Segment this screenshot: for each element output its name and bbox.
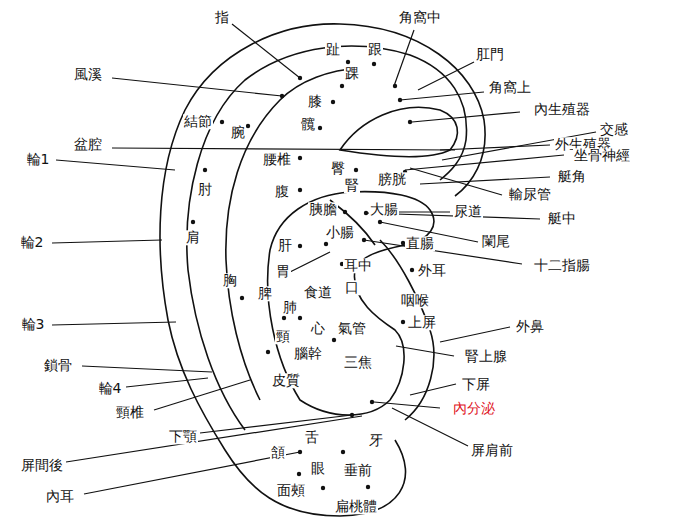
- acupoint-label: 坐骨神經: [573, 148, 631, 163]
- acupoint-label: 眼: [310, 461, 326, 476]
- acupoint-label: 輪2: [20, 235, 45, 250]
- acupoint-label: 肛門: [475, 47, 505, 62]
- acupoint-label: 舌: [304, 430, 320, 445]
- acupoint-label: 腎: [344, 178, 360, 193]
- acupoint-label: 大腸: [369, 202, 399, 217]
- acupoint-label: 指: [214, 10, 230, 25]
- acupoint-label: 外耳: [417, 263, 447, 278]
- acupoint-label: 髖: [300, 117, 316, 132]
- acupoint-label: 鎖骨: [43, 358, 73, 373]
- acupoint-label: 屏肩前: [470, 443, 514, 458]
- acupoint-label: 垂前: [343, 463, 373, 478]
- acupoint-label: 跟: [367, 42, 383, 57]
- acupoint-label: 直腸: [405, 236, 435, 251]
- acupoint-label: 肩: [185, 230, 201, 245]
- leader-lines: [52, 24, 596, 494]
- acupoint-label: 腹: [274, 184, 290, 199]
- concha: [268, 192, 434, 415]
- acupoint-label: 踝: [344, 66, 360, 81]
- acupoint-label: 腰椎: [262, 152, 292, 167]
- acupoint-label: 肝: [277, 238, 293, 253]
- acupoint-label: 艇角: [557, 169, 587, 184]
- acupoint-label: 趾: [325, 42, 341, 57]
- acupoint-label: 腦幹: [293, 346, 323, 361]
- acupoint-label: 食道: [303, 285, 333, 300]
- acupoint-label: 三焦: [343, 355, 373, 370]
- acupoint-label: 皮質: [271, 373, 301, 388]
- acupoint-label: 屏間後: [20, 458, 64, 473]
- acupoint-label: 腎上腺: [464, 349, 508, 364]
- acupoint-label: 肘: [197, 182, 213, 197]
- acupoint-label: 耳中: [343, 258, 373, 273]
- acupoint-label: 內生殖器: [533, 102, 591, 117]
- acupoint-label: 臀: [330, 161, 346, 176]
- acupoint-label: 上屏: [407, 315, 437, 330]
- acupoint-label: 下屏: [461, 377, 491, 392]
- acupoint-label: 肺: [282, 300, 298, 315]
- acupoint-label: 外鼻: [515, 319, 545, 334]
- acupoint-label: 內耳: [45, 489, 75, 504]
- acupoint-label: 心: [310, 321, 326, 336]
- acupoint-label: 風溪: [73, 67, 103, 82]
- acupoint-label: 頷: [270, 445, 286, 460]
- acupoint-label: 艇中: [547, 211, 577, 226]
- acupoint-label: 膝: [307, 94, 323, 109]
- acupoint-label: 胰膽: [308, 202, 338, 217]
- acupoint-label: 頸椎: [115, 405, 145, 420]
- acupoint-label: 小腸: [325, 225, 355, 240]
- acupoint-label: 口: [344, 280, 360, 295]
- acupoint-label: 頸: [275, 329, 291, 344]
- acupoint-label: 脾: [257, 286, 273, 301]
- acupoint-label: 結節: [183, 114, 213, 129]
- acupoint-label: 牙: [368, 433, 384, 448]
- acupoint-label: 面頰: [276, 483, 306, 498]
- acupoint-label: 十二指腸: [533, 258, 591, 273]
- helix-rim: [187, 46, 467, 430]
- acupoint-label: 角窩上: [488, 80, 532, 95]
- acupoint-label: 輪4: [98, 381, 123, 396]
- acupoint-label: 腕: [230, 125, 246, 140]
- acupoint-label: 下顎: [168, 429, 198, 444]
- acupoint-label: 輪3: [21, 317, 46, 332]
- acupoint-label: 內分泌: [452, 401, 496, 416]
- ear-outline: [160, 24, 485, 516]
- acupoint-label: 咽喉: [400, 293, 430, 308]
- acupoint-label: 尿道: [453, 204, 483, 219]
- acupoint-label: 胸: [222, 273, 238, 288]
- acupoint-label: 闌尾: [481, 234, 511, 249]
- acupoint-label: 角窩中: [398, 10, 442, 25]
- acupoint-label: 交感: [599, 122, 629, 137]
- acupoint-label: 輪1: [26, 152, 51, 167]
- acupoint-label: 胃: [275, 264, 291, 279]
- acupoint-label: 氣管: [337, 321, 367, 336]
- acupoint-dots: [191, 60, 414, 490]
- acupoint-label: 輸尿管: [508, 187, 552, 202]
- acupoint-label: 膀胱: [377, 172, 407, 187]
- acupoint-label: 盆腔: [73, 137, 103, 152]
- antihelix: [226, 68, 360, 400]
- acupoint-label: 扁桃體: [334, 499, 378, 514]
